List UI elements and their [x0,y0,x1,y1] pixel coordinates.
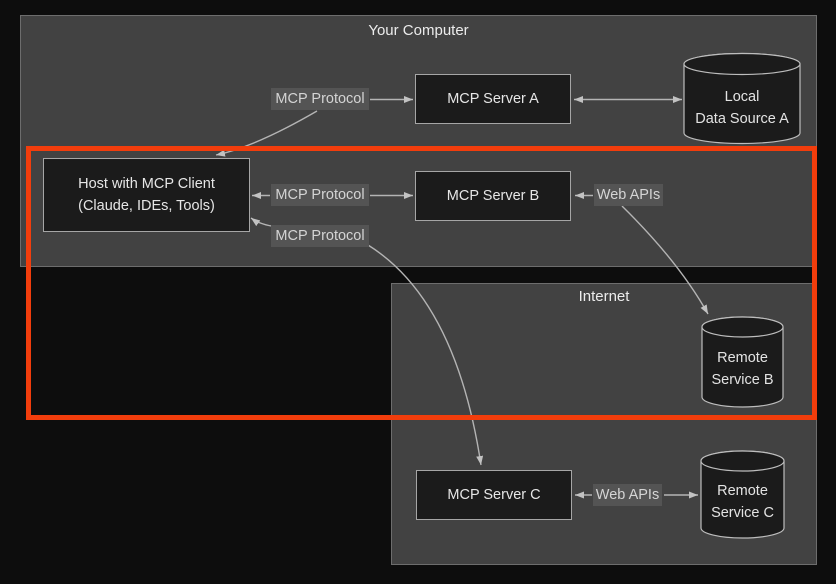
source-a-line2: Data Source A [695,111,789,127]
cylinder-remote-service-c [700,450,785,539]
local-data-source-a-label: Local Data Source A [684,86,800,130]
cylinder-local-data-source-a [683,52,801,145]
arrow-webapis-to-service-b [621,205,709,315]
edge-label-mcp-protocol-c: MCP Protocol [271,225,369,247]
server-c-label: MCP Server C [447,487,541,503]
service-b-line2: Service B [711,372,774,388]
host-label-line1: Host with MCP Client [78,176,215,192]
service-c-line1: Remote [717,483,768,499]
edge-label-mcp-protocol-a: MCP Protocol [271,88,369,110]
edge-label-web-apis-c: Web APIs [593,484,662,506]
edge-label-mcp-protocol-b: MCP Protocol [271,184,369,206]
node-mcp-server-a: MCP Server A [415,74,571,124]
server-a-label: MCP Server A [447,91,539,107]
service-c-line2: Service C [711,505,774,521]
node-host-with-mcp-client: Host with MCP Client (Claude, IDEs, Tool… [43,158,250,232]
server-b-label: MCP Server B [446,188,540,204]
source-a-line1: Local [724,89,760,105]
host-label-line2: (Claude, IDEs, Tools) [78,198,215,214]
node-mcp-server-b: MCP Server B [415,171,571,221]
arrow-protocol-c-to-server-c [367,244,484,466]
arrow-protocol-a-to-host [215,110,318,157]
internet-title: Internet [578,288,630,305]
cylinder-remote-service-b [701,316,784,408]
edge-label-web-apis-b: Web APIs [594,184,663,206]
remote-service-b-label: Remote Service B [702,347,783,391]
your-computer-title: Your Computer [368,22,469,39]
remote-service-c-label: Remote Service C [700,480,785,524]
node-mcp-server-c: MCP Server C [416,470,572,520]
service-b-line1: Remote [717,350,768,366]
